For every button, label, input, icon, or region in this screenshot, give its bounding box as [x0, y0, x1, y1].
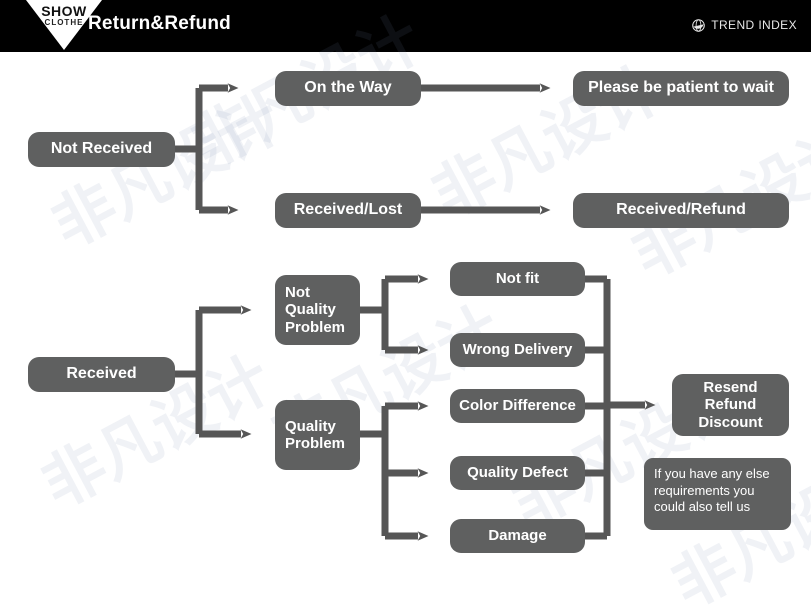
- node-damage[interactable]: Damage: [450, 519, 585, 553]
- node-received-refund[interactable]: Received/Refund: [573, 193, 789, 228]
- node-color-difference[interactable]: Color Difference: [450, 389, 585, 423]
- connector-layer: [175, 83, 672, 541]
- brand-logo: SHOW CLOTHE: [26, 0, 102, 52]
- trend-index-label: TREND INDEX: [711, 18, 797, 32]
- logo-primary-text: SHOW: [41, 3, 87, 19]
- node-label: Not fit: [495, 270, 540, 288]
- trend-index-brand: TREND INDEX: [692, 18, 797, 32]
- node-not-received[interactable]: Not Received: [28, 132, 175, 167]
- node-label: Color Difference: [459, 397, 576, 415]
- logo-secondary-text: CLOTHE: [44, 18, 84, 27]
- node-label: Not Received: [50, 140, 153, 158]
- node-received-lost[interactable]: Received/Lost: [275, 193, 421, 228]
- node-resend-refund-discount[interactable]: Resend Refund Discount: [672, 374, 789, 436]
- node-wrong-delivery[interactable]: Wrong Delivery: [450, 333, 585, 367]
- node-label: Damage: [488, 527, 547, 545]
- flowchart: Not Received On the Way Please be patien…: [0, 52, 811, 605]
- node-label: Quality Defect: [467, 464, 568, 482]
- logo-triangle-icon: [26, 0, 102, 50]
- node-label: Received: [66, 365, 137, 383]
- page-header: SHOW CLOTHE Return&Refund TREND INDEX: [0, 0, 811, 52]
- node-label: Quality Problem: [285, 417, 346, 452]
- callout-note: If you have any else requirements you co…: [644, 458, 791, 530]
- node-please-be-patient[interactable]: Please be patient to wait: [573, 71, 789, 106]
- node-label: Received/Lost: [293, 201, 403, 219]
- node-not-fit[interactable]: Not fit: [450, 262, 585, 296]
- node-on-the-way[interactable]: On the Way: [275, 71, 421, 106]
- page-title: Return&Refund: [88, 13, 231, 34]
- node-not-quality-problem[interactable]: Not Quality Problem: [275, 275, 360, 345]
- globe-icon: [692, 18, 706, 32]
- node-label: Received/Refund: [616, 201, 746, 219]
- node-label: On the Way: [304, 79, 392, 97]
- node-label: Please be patient to wait: [588, 79, 774, 97]
- node-label: Wrong Delivery: [462, 341, 573, 359]
- node-quality-problem[interactable]: Quality Problem: [275, 400, 360, 470]
- node-received[interactable]: Received: [28, 357, 175, 392]
- node-label: Resend Refund Discount: [698, 379, 763, 431]
- node-quality-defect[interactable]: Quality Defect: [450, 456, 585, 490]
- node-label: Not Quality Problem: [285, 284, 346, 336]
